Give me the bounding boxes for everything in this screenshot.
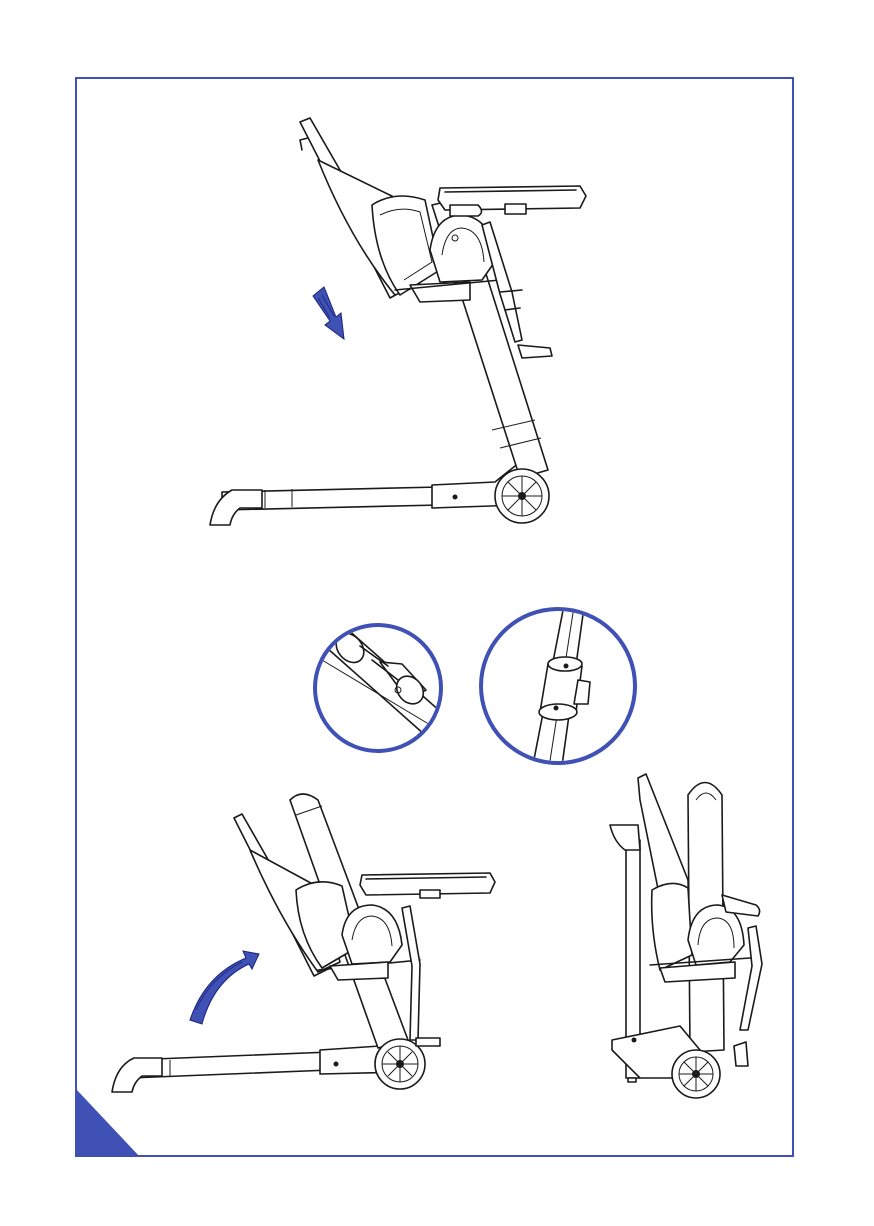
- high-chair-folded-illustration: [610, 774, 762, 1098]
- tube-latch-detail-illustration: [481, 600, 635, 780]
- push-down-arrow: [313, 287, 344, 339]
- corner-tab: [75, 1088, 140, 1157]
- hinge-lock-detail-illustration: [315, 625, 450, 751]
- fold-up-arrow: [190, 951, 259, 1024]
- high-chair-unfolded-illustration: [210, 118, 586, 525]
- high-chair-folding-illustration: [112, 794, 495, 1092]
